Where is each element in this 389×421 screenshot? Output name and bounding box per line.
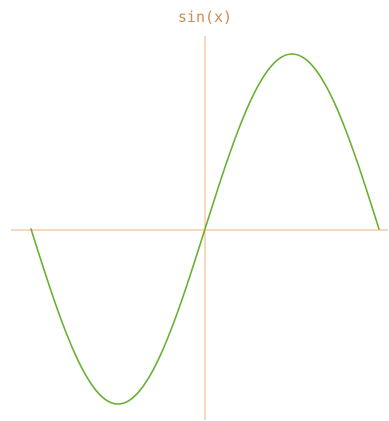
series-layer (30, 53, 380, 405)
series-line-0 (30, 53, 380, 405)
chart-title: sin(x) (178, 8, 232, 26)
